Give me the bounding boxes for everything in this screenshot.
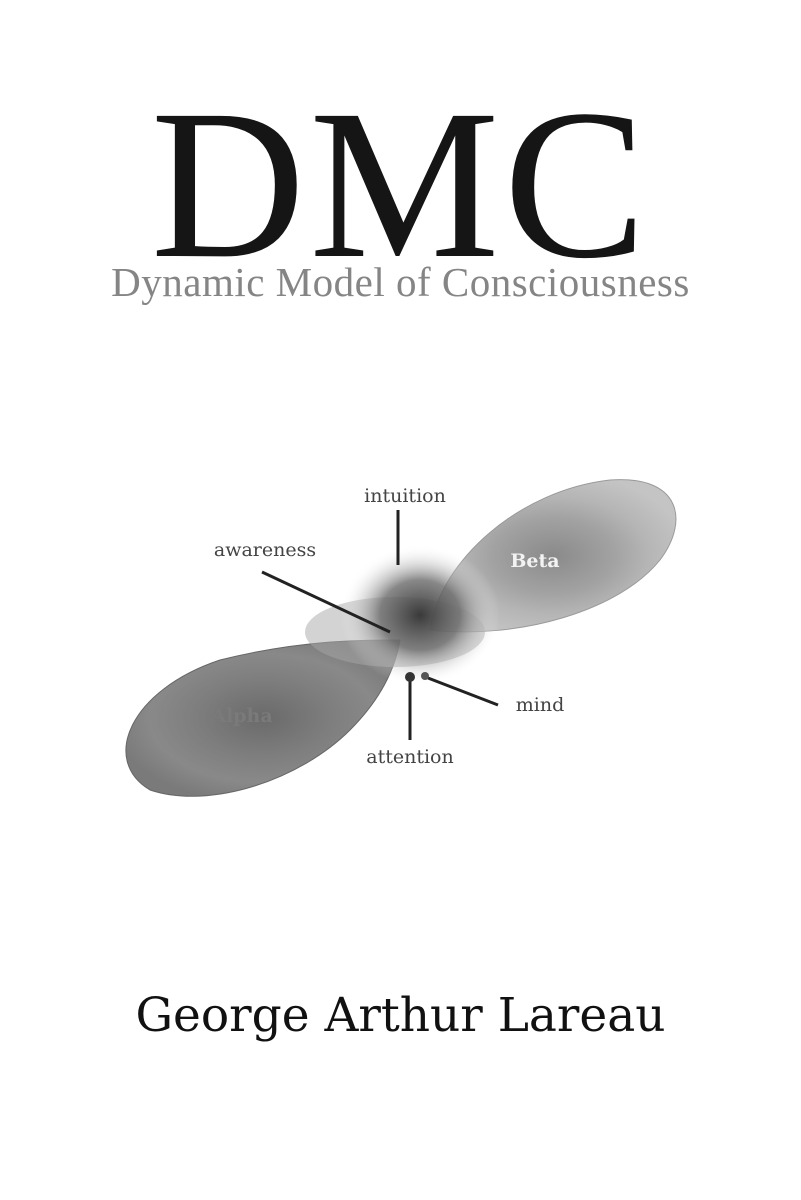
label-beta: Beta [510, 550, 559, 572]
book-author: George Arthur Lareau [135, 988, 666, 1043]
core-blob [340, 545, 500, 685]
mind-line [427, 676, 499, 707]
awareness-line [261, 570, 391, 634]
book-subtitle: Dynamic Model of Consciousness [111, 259, 690, 305]
label-alpha: Alpha [210, 705, 272, 727]
book-title: DMC [150, 66, 651, 303]
alpha-lobe [125, 639, 401, 797]
mind-dot [421, 672, 429, 680]
label-mind: mind [516, 694, 565, 716]
label-attention: attention [366, 746, 453, 768]
attention-dot [405, 672, 415, 682]
label-awareness: awareness [214, 539, 316, 561]
label-intuition: intuition [364, 485, 446, 507]
